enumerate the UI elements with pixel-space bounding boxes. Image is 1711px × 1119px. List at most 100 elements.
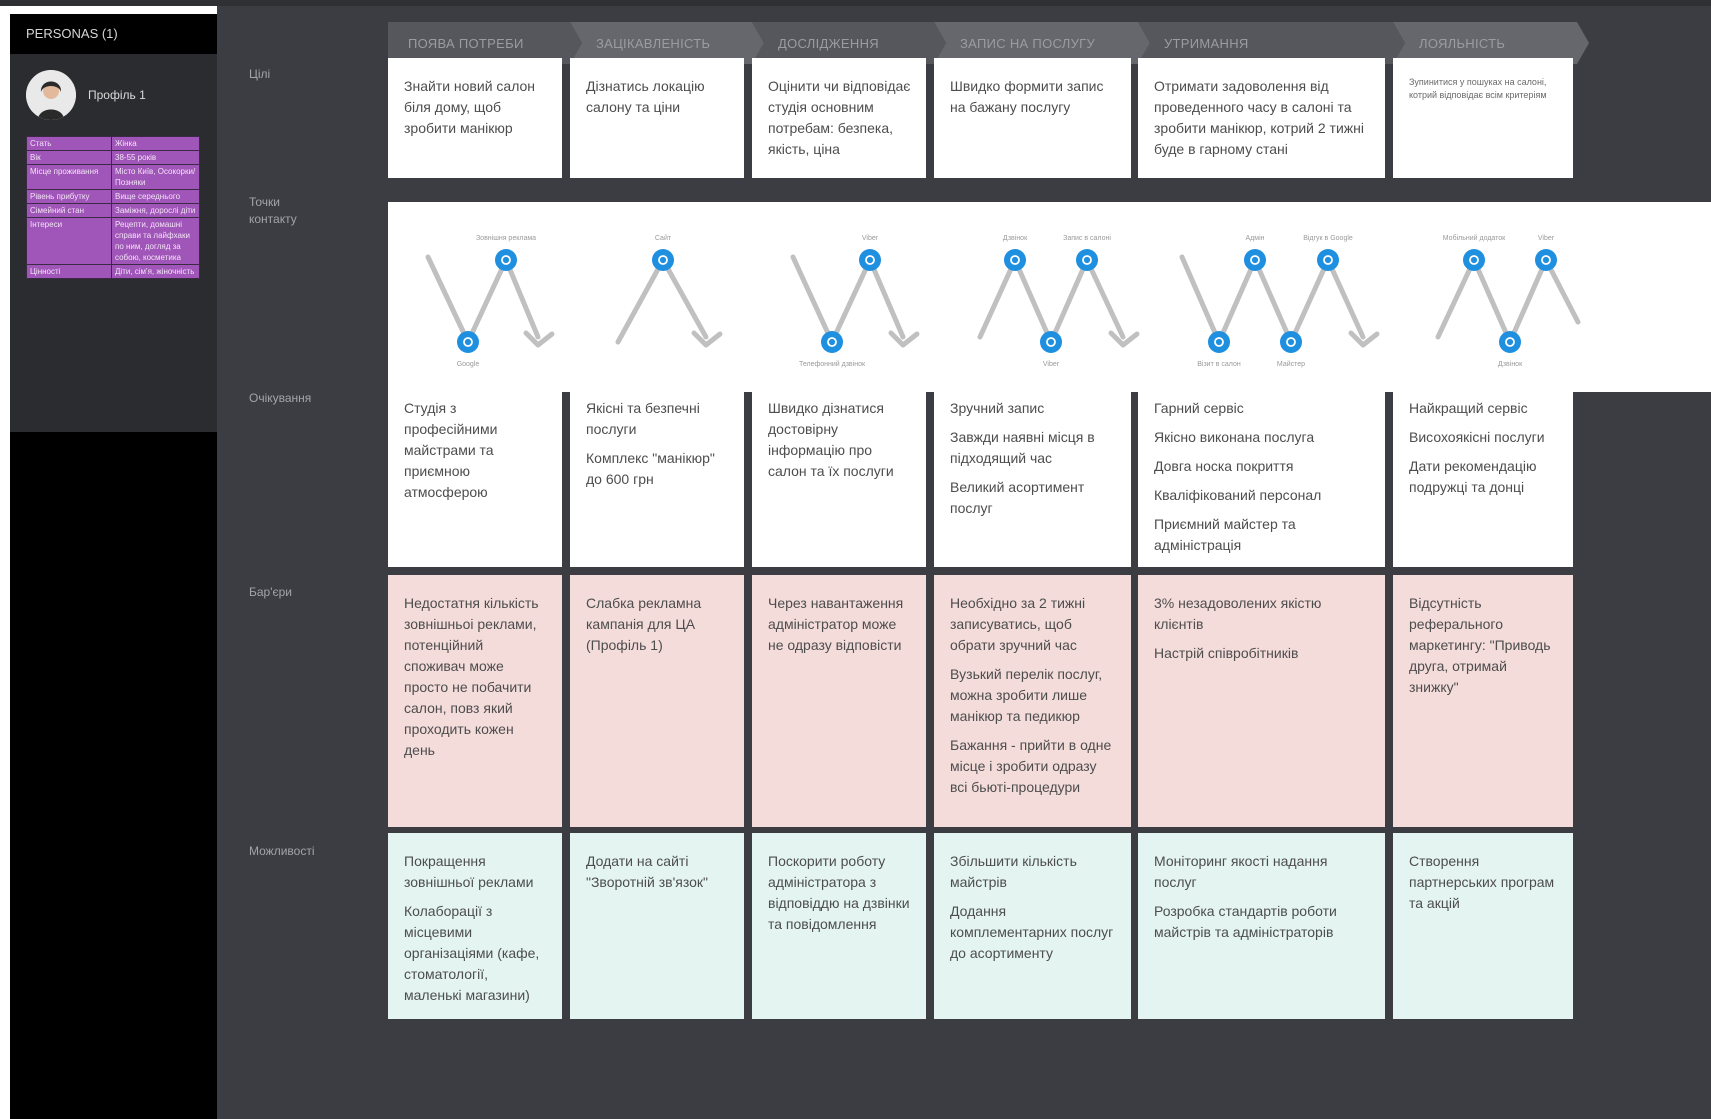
touchpoint-icon	[1208, 331, 1230, 353]
expectations-text: Кваліфікований персонал	[1154, 487, 1322, 503]
stage-arrow	[752, 22, 946, 64]
goals-cell: Зупинитися у пошуках на салоні, котрий в…	[1393, 58, 1573, 178]
journey-arrow	[465, 257, 509, 345]
touchpoint-node: Viber	[1535, 235, 1557, 271]
persona-value: Заміжня, дорослі діти	[111, 203, 200, 218]
stage-header-bar	[388, 22, 1589, 64]
opportunities-text: Покращення зовнішньої реклами	[404, 853, 534, 890]
expectations-text: Великий асортимент послуг	[950, 479, 1085, 516]
persona-key: Вік	[26, 150, 112, 165]
opportunities-text: Моніторинг якості надання послуг	[1154, 853, 1328, 890]
expectations-text: Дати рекомендацію подружці та донці	[1409, 458, 1537, 495]
goals-text: Отримати задоволення від проведенного ча…	[1154, 78, 1364, 157]
touchpoint-icon	[1040, 331, 1062, 353]
touchpoint-node: Відгук в Google	[1303, 234, 1353, 271]
touchpoint-glyph	[1214, 337, 1224, 347]
persona-value: Вище середнього	[111, 189, 200, 204]
opportunities-text: Додання комплементарних послуг до асорти…	[950, 903, 1114, 961]
stage-arrow	[934, 22, 1150, 64]
journey-arrow	[1084, 257, 1126, 340]
goals-text: Оцінити чи відповідає студія основним по…	[768, 78, 911, 157]
persona-name: Профіль 1	[88, 88, 146, 102]
touchpoint-icon	[495, 249, 517, 271]
touchpoint-label: Зовнішня реклама	[476, 234, 536, 242]
goals-text: Зупинитися у пошуках на салоні, котрий в…	[1409, 77, 1547, 100]
stage-arrow	[570, 22, 764, 64]
row-label-goals: Цілі	[249, 67, 271, 81]
persona-value: Місто Київ, Осокорки/ Позняки	[111, 164, 200, 190]
touchpoint-glyph	[1082, 255, 1092, 265]
touchpoint-glyph	[1286, 337, 1296, 347]
journey-arrow	[1325, 257, 1366, 340]
persona-key: Стать	[26, 136, 112, 151]
expectations-text: Якісно виконана послуга	[1154, 429, 1315, 445]
arrow-head	[1108, 330, 1140, 348]
journey-arrow	[829, 257, 873, 345]
stage-label-1: ПОЯВА ПОТРЕБИ	[408, 35, 524, 51]
touchpoint-label: Дзвінок	[1498, 360, 1523, 368]
arrow-head	[1348, 330, 1380, 348]
goals-cell: Дізнатись локацію салону та ціни	[570, 58, 744, 178]
touchpoint-label: Адмін	[1246, 234, 1265, 242]
opportunities-text: Додати на сайті "Зворотній зв'язок"	[586, 853, 708, 890]
opportunities-text: Поскорити роботу адміністратора з відпов…	[768, 853, 910, 932]
arrow-head	[523, 330, 555, 348]
touchpoint-node: Майстер	[1277, 331, 1305, 368]
touchpoint-label: Телефонний дзвінок	[799, 360, 866, 368]
touchpoint-label: Viber	[1043, 361, 1060, 368]
row-label-expectations: Очікування	[249, 391, 312, 405]
touchpoint-glyph	[1541, 255, 1551, 265]
touchpoint-icon	[457, 331, 479, 353]
touchpoint-label: Запис в салоні	[1063, 234, 1111, 242]
barriers-text: Слабка рекламна кампанія для ЦА (Профіль…	[586, 595, 702, 653]
touchpoint-node: Мобільний додаток	[1443, 234, 1506, 271]
persona-key: Сімейний стан	[26, 203, 112, 218]
goals-cell: Швидко формити запис на бажану послугу	[934, 58, 1131, 178]
journey-arrow	[425, 254, 471, 345]
barriers-text: Відсутність реферального маркетингу: "Пр…	[1409, 595, 1551, 695]
persona-avatar	[26, 70, 76, 120]
touchpoint-icon	[1004, 249, 1026, 271]
touchpoint-node: Візит в салон	[1197, 331, 1241, 368]
barriers-cell: Недостатня кількість зовнішньоі реклами,…	[388, 575, 562, 827]
touchpoint-icon	[1076, 249, 1098, 271]
touchpoint-node: Дзвінок	[1003, 234, 1028, 271]
touchpoint-icon	[1499, 331, 1521, 353]
barriers-text: Настрій співробітників	[1154, 645, 1299, 661]
expectations-text: Найкращий сервіс	[1409, 400, 1528, 416]
journey-arrow	[867, 257, 906, 340]
row-label-barriers: Бар'єри	[249, 585, 293, 599]
stage-arrow	[1138, 22, 1405, 64]
barriers-cell: Необхідно за 2 тижні записуватись, щоб о…	[934, 575, 1131, 827]
touchpoint-label: Майстер	[1277, 360, 1305, 368]
touchpoint-glyph	[1505, 337, 1515, 347]
expectations-cell: Студія з професійними майстрами та приєм…	[388, 380, 562, 567]
expectations-text: Гарний сервіс	[1154, 400, 1244, 416]
touchpoint-glyph	[658, 255, 668, 265]
goals-cell: Отримати задоволення від проведенного ча…	[1138, 58, 1385, 178]
opportunities-text: Колаборації з місцевими організаціями (к…	[404, 903, 540, 1003]
touchpoint-icon	[652, 249, 674, 271]
goals-cell: Знайти новий салон біля дому, щоб зробит…	[388, 58, 562, 178]
opportunities-cell: Додати на сайті "Зворотній зв'язок"	[570, 833, 744, 1019]
journey-arrow	[1543, 257, 1581, 325]
journey-arrow	[1507, 257, 1549, 345]
touchpoint-label: Візит в салон	[1197, 360, 1241, 368]
touchpoint-icon	[1244, 249, 1266, 271]
persona-key: Місце проживання	[26, 164, 112, 190]
persona-value: Рецепти, домашні справи та лайфхаки по н…	[111, 217, 200, 265]
stage-arrow	[1393, 22, 1589, 64]
journey-arrow	[503, 257, 541, 340]
